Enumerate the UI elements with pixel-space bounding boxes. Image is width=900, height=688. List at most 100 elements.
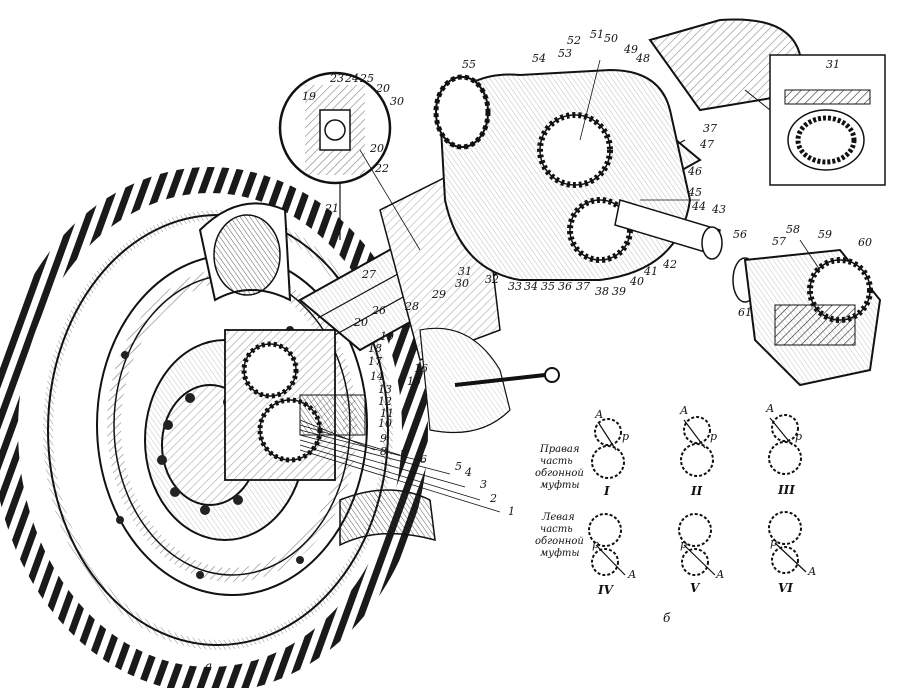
lower-housing [339,489,436,547]
callout-45: 45 [687,186,702,199]
callout-37: 37 [576,280,590,293]
tie-rod-detail [419,327,560,433]
callout-40: 40 [629,275,644,288]
left-caption-line3: обгонной [535,536,584,547]
right-caption-line2: часть [540,456,573,467]
callout-49: 49 [623,43,638,56]
callout-47: 47 [699,138,714,151]
clutch-position-III: А р III [765,402,802,497]
wheel-assembly [0,167,436,688]
callout-4: 4 [464,466,472,479]
callout-34: 34 [524,280,538,293]
svg-text:А: А [679,404,688,417]
svg-text:А: А [715,568,724,581]
overrunning-clutch-scheme: Правая часть обгонной муфты Левая часть … [535,402,816,597]
callout-5: 5 [455,460,462,473]
callout-17: 17 [368,355,382,368]
callout-29: 29 [431,288,446,301]
callout-27: 27 [361,268,376,281]
svg-text:А: А [594,408,603,421]
callout-59: 59 [818,228,832,241]
svg-text:р: р [680,538,687,551]
callout-41: 41 [643,265,658,278]
position-label-II: II [690,484,703,498]
callout-15: 15 [407,375,421,388]
callout-19: 19 [380,330,394,343]
callout-57: 57 [772,235,786,248]
position-label-V: V [690,581,701,595]
callout-54: 54 [532,52,546,65]
callout-35: 35 [541,280,555,293]
leader-lines [299,59,821,513]
callout-52: 52 [567,34,581,47]
callout-38: 38 [595,285,609,298]
inset-callout-20: 20 [375,82,390,95]
inset-callout-30: 30 [390,95,404,108]
callout-44: 44 [691,200,706,213]
left-caption-line2: часть [540,524,573,535]
callout-43: 43 [711,203,726,216]
left-caption-line1: Левая [541,512,575,523]
clutch-position-II: А р II [679,404,717,498]
callout-26: 26 [371,304,386,317]
clutch-position-VI: р А VI [768,511,816,595]
inset-detail-top [278,71,392,240]
callout-30: 30 [455,277,469,290]
callout-58: 58 [786,223,800,236]
subfigure-a-label: а [205,659,212,673]
svg-text:р: р [770,536,777,549]
svg-text:р: р [795,430,802,443]
callout-39: 39 [612,285,626,298]
callout-21: 21 [324,202,339,215]
callout-28: 28 [404,300,419,313]
callout-11: 11 [380,407,394,420]
callout-9: 9 [380,432,387,445]
callout-46: 46 [687,165,702,178]
callout-37b: 37 [703,122,717,135]
svg-text:А: А [807,565,816,578]
callout-3: 3 [480,478,487,491]
callout-56: 56 [733,228,747,241]
callout-18: 18 [368,342,382,355]
svg-text:А: А [765,402,774,415]
svg-text:р: р [622,430,629,443]
callout-55: 55 [462,58,476,71]
inset-callout-31: 31 [826,58,840,71]
svg-text:А: А [627,568,636,581]
callout-31: 31 [458,265,472,278]
callout-60: 60 [858,236,872,249]
callout-22: 22 [374,162,389,175]
position-label-I: I [603,484,610,498]
callout-12: 12 [378,395,392,408]
callout-13: 13 [378,383,392,396]
right-caption-line1: Правая [539,444,580,455]
position-label-IV: IV [597,583,615,597]
callout-6: 6 [420,453,427,466]
left-caption-line4: муфты [540,548,580,559]
clutch-position-IV: р А IV [588,513,636,597]
callout-2: 2 [489,492,497,505]
callout-53: 53 [558,47,572,60]
subfigure-b-label: б [663,611,671,625]
callout-16: 16 [414,362,428,375]
clutch-position-V: р А V [678,513,724,595]
position-label-VI: VI [778,581,793,595]
inset-callout-20b: 20 [369,142,384,155]
callout-7: 7 [400,448,407,461]
callout-14: 14 [370,370,384,383]
callout-8: 8 [380,445,387,458]
callout-23: 23 [329,72,344,85]
callout-42: 42 [662,258,677,271]
clutch-position-I: А р I [591,408,629,498]
propeller-shaft-assembly [732,248,882,387]
axle-tube [298,18,802,361]
callout-20: 20 [353,316,368,329]
final-drive-gears [224,329,366,481]
right-caption-line4: муфты [540,480,580,491]
callout-10: 10 [378,417,392,430]
inset-callout-19: 19 [302,90,316,103]
callout-61: 61 [738,306,752,319]
callout-48: 48 [635,52,650,65]
inset-detail-right [744,54,886,186]
